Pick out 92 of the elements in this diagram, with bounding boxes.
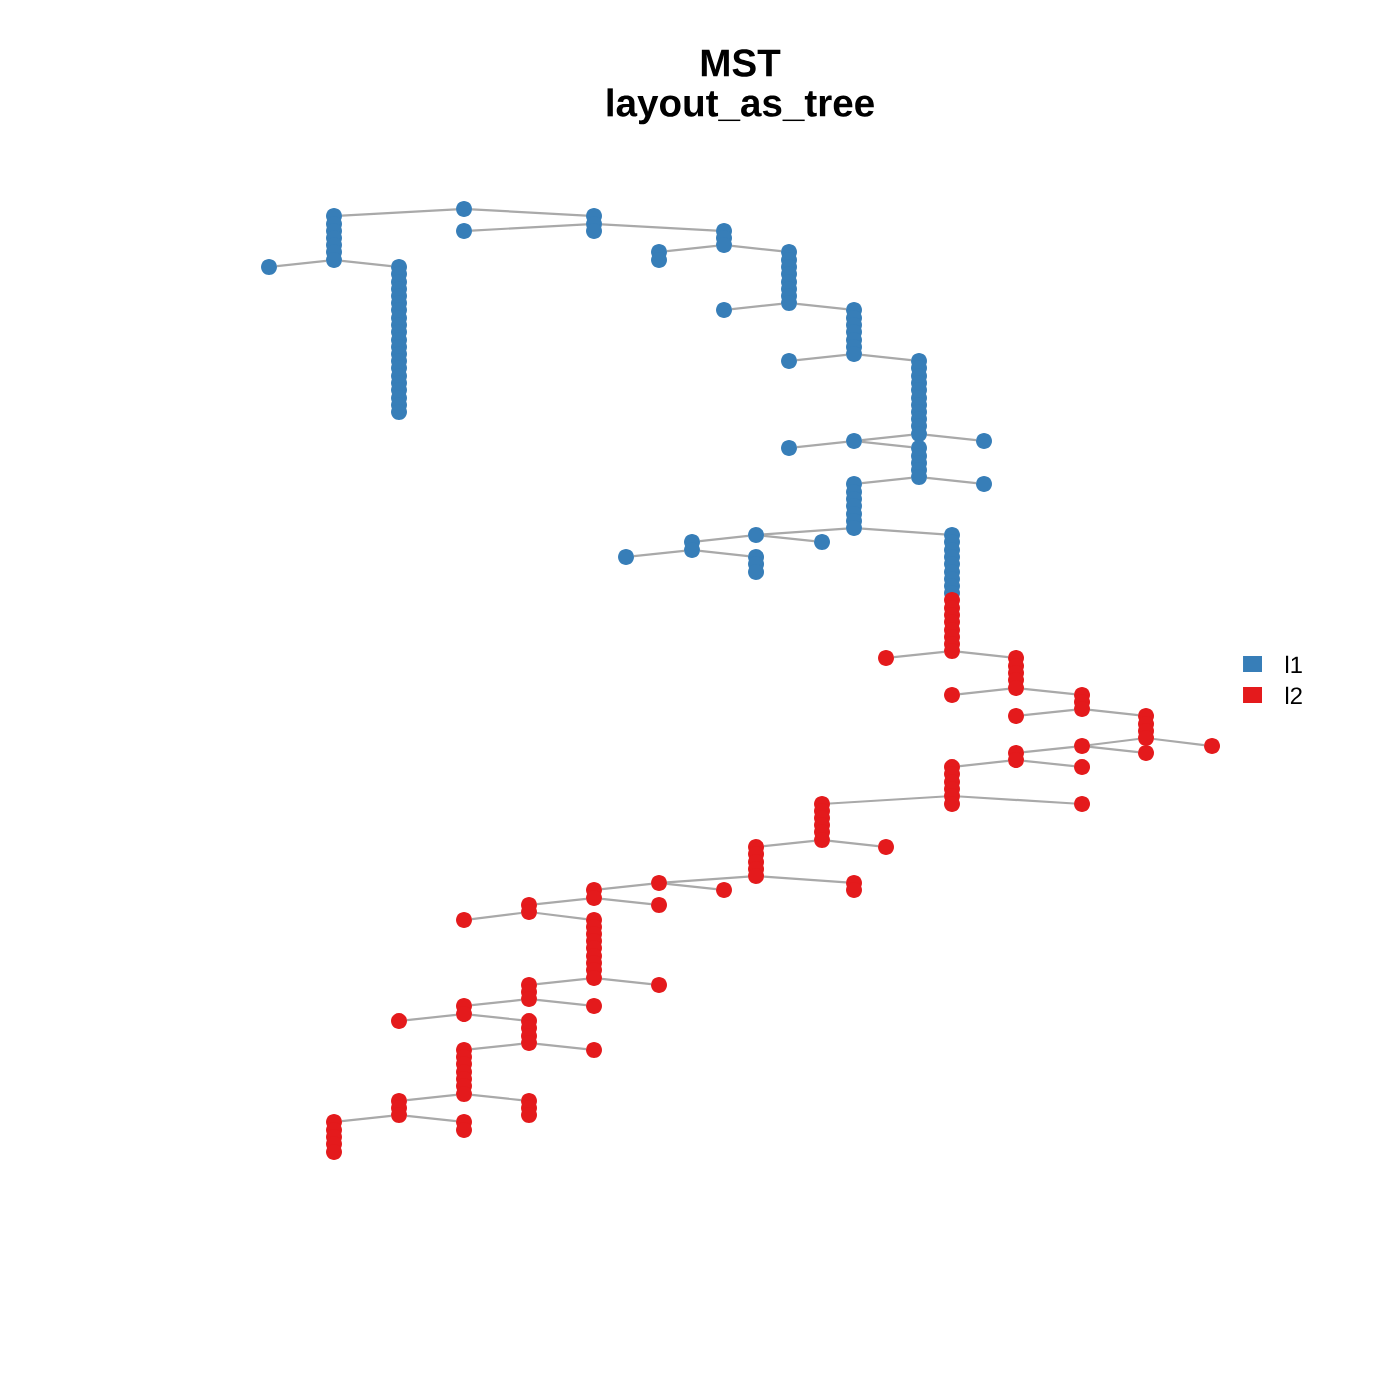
edge-line (731, 302, 782, 311)
edge-line (763, 839, 815, 848)
edge-line (829, 795, 945, 805)
edge-line (471, 911, 522, 921)
edge-line (1153, 737, 1205, 747)
edge-line (861, 527, 945, 536)
edge-line (1089, 745, 1139, 754)
edge-line (829, 839, 879, 848)
edge-line (699, 549, 749, 558)
vertex-dot (1138, 745, 1154, 761)
vertex-dot (976, 476, 992, 492)
edge-line (861, 433, 912, 442)
edge-line (601, 882, 652, 891)
edge-line (731, 244, 782, 253)
edge-line (471, 223, 587, 232)
edge-line (796, 353, 847, 362)
edge-line (1023, 745, 1075, 754)
edge-line (471, 998, 522, 1007)
vertex-dot (651, 977, 667, 993)
edge-line (666, 875, 749, 884)
edge-line (633, 549, 685, 558)
vertex-dot (1204, 738, 1221, 754)
edge-line (861, 353, 912, 362)
legend-label: l1 (1286, 655, 1302, 673)
edge-line (796, 302, 847, 311)
vertex-dot (1074, 759, 1091, 775)
edge-line (861, 476, 912, 485)
edge-line (406, 1013, 457, 1022)
vertex-dot (1008, 708, 1024, 724)
vertex-dot (651, 875, 667, 891)
edge-line (763, 875, 847, 884)
vertex-dot (976, 433, 992, 449)
edge-line (926, 433, 977, 442)
edge-line (763, 534, 815, 543)
edge-line (1089, 708, 1139, 717)
legend-label: l2 (1286, 686, 1302, 704)
edge-line (763, 527, 847, 536)
edge-line (601, 977, 652, 986)
edge-line (471, 1013, 522, 1022)
edge-line (536, 977, 587, 986)
edge-line (666, 882, 717, 891)
edge-line (406, 1093, 457, 1102)
vertex-dot (586, 1042, 602, 1058)
edge-line (699, 534, 749, 543)
edge-line (861, 440, 912, 449)
edge-line (536, 998, 587, 1007)
vertex-dot (814, 534, 830, 550)
edge-line (666, 244, 717, 253)
title: MST layout_as_tree (607, 49, 874, 125)
edge-line (926, 476, 977, 485)
edge-line (1023, 708, 1075, 717)
edge-line (959, 795, 1075, 805)
vertex-dot (456, 912, 472, 928)
edge-line (601, 897, 652, 906)
vertex-dot (456, 201, 472, 217)
edge-line (893, 650, 945, 659)
edge-line (341, 208, 457, 217)
vertex-dot (716, 882, 732, 898)
vertex-dot (846, 433, 862, 449)
vertex-dot (261, 259, 277, 275)
edge-line (471, 1042, 522, 1051)
edge-line (536, 911, 587, 921)
edge-line (471, 1093, 522, 1102)
edge-line (796, 440, 847, 449)
edge-line (959, 759, 1009, 768)
edge-line (471, 208, 587, 217)
vertex-dot (748, 527, 764, 543)
vertex-dot (1074, 738, 1091, 754)
edge-line (1023, 759, 1075, 768)
vertex-dot (944, 687, 960, 703)
edge-line (406, 1114, 457, 1123)
vertex-dot (1074, 796, 1091, 812)
vertex-dot (716, 302, 732, 318)
edge-line (601, 223, 717, 232)
vertex-dot (878, 650, 894, 666)
edge-line (276, 259, 327, 268)
edge-line (959, 687, 1009, 696)
edge-line (1089, 737, 1139, 747)
edge-line (341, 259, 392, 268)
edge-line (536, 897, 587, 906)
vertex-dot (781, 440, 797, 456)
vertex-dot (878, 839, 894, 855)
edge-line (341, 1114, 392, 1123)
vertex-dot (391, 1013, 407, 1029)
edge-line (959, 650, 1009, 659)
edge-line (536, 1042, 587, 1051)
vertex-dot (618, 549, 634, 565)
vertex-dot (586, 998, 602, 1014)
vertex-dot (651, 897, 667, 913)
vertex-dot (781, 353, 797, 369)
vertex-dot (456, 223, 472, 239)
edge-line (1023, 687, 1075, 696)
